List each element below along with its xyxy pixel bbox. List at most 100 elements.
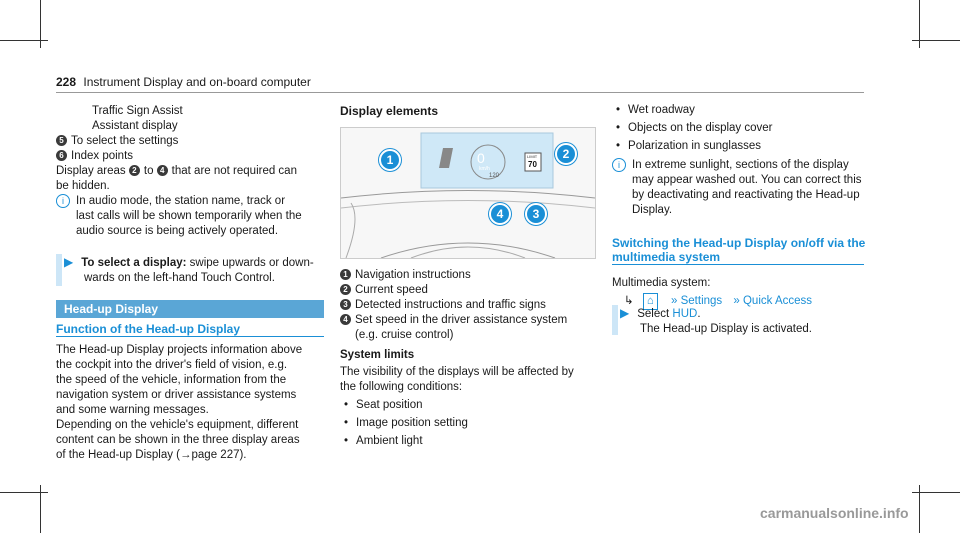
bullet-item: Objects on the display cover xyxy=(612,121,872,136)
menu-path: ↳ ⌂ » Settings » Quick Access xyxy=(624,293,812,310)
section-heading: Display elements xyxy=(340,104,439,118)
crop-mark xyxy=(0,40,48,41)
paragraph-line: navigation system or driver assistance s… xyxy=(56,389,297,401)
item-number: 4 xyxy=(340,314,351,326)
section-subheading: Function of the Head-up Display xyxy=(56,322,241,336)
paragraph-line: be hidden. xyxy=(56,180,110,192)
paragraph-line: the following conditions: xyxy=(340,381,463,393)
legend-item: 2 Current speed xyxy=(340,283,610,298)
paragraph-line: The Head-up Display projects information… xyxy=(56,344,303,356)
item-text: Set speed in the driver assistance syste… xyxy=(355,314,568,326)
speed-limit-value: 70 xyxy=(528,160,537,169)
list-item: Traffic Sign Assist xyxy=(92,105,183,117)
paragraph: The Head-up Display projects information… xyxy=(56,343,326,463)
page-header: 228 Instrument Display and on-board comp… xyxy=(56,75,311,90)
item-number: 1 xyxy=(340,269,351,281)
navigation-arrow-icon xyxy=(439,148,453,168)
hud-menu-item[interactable]: HUD xyxy=(672,308,698,320)
step-bar xyxy=(612,305,618,335)
step: ▶ To select a display: swipe upwards or d… xyxy=(64,255,326,286)
set-speed-value: 120 xyxy=(489,173,500,179)
multimedia-label: Multimedia system: xyxy=(612,277,711,289)
text: of the Head-up Display ( xyxy=(56,449,181,461)
callout-2: 2 xyxy=(555,143,577,165)
crop-mark xyxy=(40,485,41,533)
home-icon[interactable]: ⌂ xyxy=(642,293,658,310)
info-icon: i xyxy=(56,194,70,208)
callout-4: 4 xyxy=(489,203,511,225)
column-3: Wet roadway Objects on the display cover… xyxy=(612,103,872,218)
subheading: System limits xyxy=(340,349,415,361)
path-arrow-icon: ↳ xyxy=(624,295,634,307)
bullet-item: Wet roadway xyxy=(612,103,872,118)
subheading-line: Switching the Head-up Display on/off via… xyxy=(612,236,866,250)
subheading-rule xyxy=(612,264,864,265)
item-text: Detected instructions and traffic signs xyxy=(355,299,546,311)
note-line: Display. xyxy=(632,204,673,216)
paragraph-line: the speed of the vehicle, information fr… xyxy=(56,374,287,386)
chevron-icon: » xyxy=(733,295,740,307)
paragraph-line: the cockpit into the driver's field of v… xyxy=(56,359,288,371)
limit-label: LIMIT xyxy=(527,154,538,159)
callout-3: 3 xyxy=(525,203,547,225)
paragraph-line: Depending on the vehicle's equipment, di… xyxy=(56,419,299,431)
paragraph-line: and some warning messages. xyxy=(56,404,209,416)
page-number: 228 xyxy=(56,75,77,89)
list-item: Assistant display xyxy=(92,120,178,132)
menu-item-settings[interactable]: Settings xyxy=(680,295,723,307)
note-line: In extreme sunlight, sections of the dis… xyxy=(632,159,849,171)
callout-1: 1 xyxy=(379,149,401,171)
paragraph-line: The visibility of the displays will be a… xyxy=(340,366,574,378)
legend-item: 4 Set speed in the driver assistance syst… xyxy=(340,313,610,328)
bullet-item: Polarization in sunglasses xyxy=(612,139,872,154)
item-text: Navigation instructions xyxy=(355,269,471,281)
page-ref-link[interactable]: page 227). xyxy=(191,449,247,461)
note: i In extreme sunlight, sections of the d… xyxy=(612,158,872,218)
text: . xyxy=(697,308,701,320)
menu-item-quick-access[interactable]: Quick Access xyxy=(742,295,813,307)
note-line: last calls will be shown temporarily whe… xyxy=(76,210,302,222)
current-speed: 0 xyxy=(477,150,485,166)
step: ▶Select HUD. The Head-up Display is acti… xyxy=(620,306,864,337)
paragraph-line: of the Head-up Display (→page 227). xyxy=(56,448,326,463)
text: Display areas xyxy=(56,165,126,177)
chevron-icon: » xyxy=(671,295,678,307)
step-label: To select a display: xyxy=(81,257,187,269)
step-bar xyxy=(56,254,62,286)
note-line: by deactivating and reactivating the Hea… xyxy=(632,189,860,201)
crop-mark xyxy=(919,0,920,48)
item-number: 2 xyxy=(340,284,351,296)
step-text: swipe upwards or down- xyxy=(186,257,314,269)
subheading-rule xyxy=(56,336,324,337)
section-bar: Head-up Display xyxy=(56,300,324,318)
section-subheading: Switching the Head-up Display on/off via… xyxy=(612,236,865,264)
step-arrow-icon: ▶ xyxy=(64,255,74,269)
bullet-item: Seat position xyxy=(340,398,610,413)
bullet-item: Image position setting xyxy=(340,416,610,431)
note-line: audio source is being actively operated. xyxy=(76,225,279,237)
header-title: Instrument Display and on-board computer xyxy=(83,75,311,89)
hud-figure: 0 km/h LIMIT 70 120 1 2 3 4 xyxy=(340,127,596,259)
paragraph-line: content can be shown in the three displa… xyxy=(56,434,300,446)
list-item: 6 Index points xyxy=(56,149,326,164)
item-number: 2 xyxy=(128,165,140,177)
page-ref-arrow-icon: → xyxy=(180,449,192,461)
item-number: 3 xyxy=(340,299,351,311)
item-text: Current speed xyxy=(355,284,428,296)
legend-item: 3 Detected instructions and traffic signs xyxy=(340,298,610,313)
text: that are not required can xyxy=(171,165,297,177)
crop-mark xyxy=(912,40,960,41)
item-text: Index points xyxy=(71,150,134,162)
legend-item: 1 Navigation instructions xyxy=(340,268,610,283)
crop-mark xyxy=(0,492,48,493)
note: i In audio mode, the station name, track… xyxy=(56,194,326,239)
item-number: 4 xyxy=(156,165,168,177)
note-line: may appear washed out. You can correct t… xyxy=(632,174,862,186)
item-number: 6 xyxy=(56,150,67,162)
step-result: The Head-up Display is activated. xyxy=(640,323,812,335)
info-icon: i xyxy=(612,158,626,172)
